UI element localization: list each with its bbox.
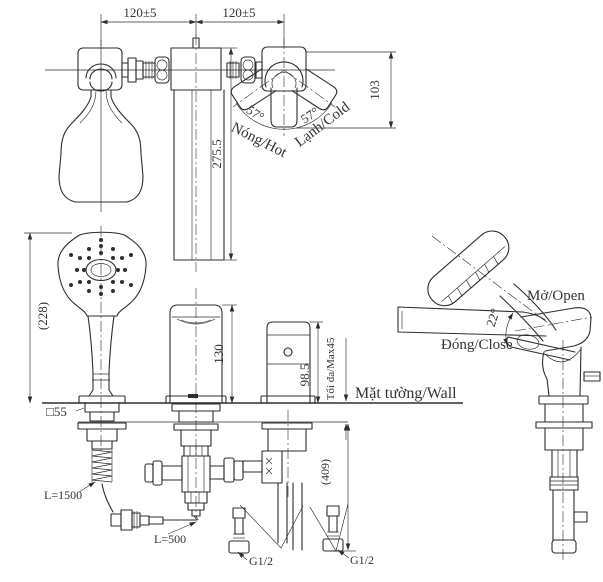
hose-short-label: L=500 bbox=[154, 521, 197, 546]
valve-shank-pipes bbox=[261, 410, 313, 551]
spray-nozzle-dots bbox=[69, 238, 133, 296]
dim-deck-thickness-text: Tối đa/Max45 bbox=[325, 337, 337, 400]
dim-below-deck-text: (409) bbox=[318, 459, 332, 485]
front-view: (228) 130 98.5 Tối đa/Max45 Mặt tường/Wa… bbox=[24, 226, 463, 452]
valve-shank-side bbox=[535, 340, 593, 560]
hose-long-label: L=1500 bbox=[44, 481, 96, 502]
dim-spout-height-text: 130 bbox=[211, 344, 226, 364]
angle-open-text: 22° bbox=[483, 307, 503, 329]
dim-spacing-right: 120±5 bbox=[222, 5, 255, 20]
dim-valve-height-text: 98.5 bbox=[297, 364, 312, 387]
escutcheon-size: □55 bbox=[46, 404, 85, 419]
g12-right-text: G1/2 bbox=[350, 553, 374, 567]
close-label: Đóng/Close bbox=[441, 337, 513, 353]
handshower-front bbox=[57, 226, 147, 452]
handshower-side bbox=[427, 230, 557, 342]
dim-shower-height: (228) bbox=[24, 232, 72, 404]
dim-spacing-left: 120±5 bbox=[123, 5, 156, 20]
g12-left-text: G1/2 bbox=[249, 554, 273, 568]
dim-valve-height: 98.5 bbox=[297, 321, 323, 404]
dim-spout-length: 275.5 bbox=[209, 47, 237, 261]
spout-shank-diverter bbox=[144, 403, 283, 521]
dim-below-deck: (409) bbox=[318, 423, 356, 552]
escutcheon-size-text: □55 bbox=[46, 404, 67, 419]
valve-front bbox=[260, 321, 316, 404]
lever-swing-arc bbox=[503, 312, 514, 346]
shower-holder-top bbox=[58, 40, 144, 212]
dim-deck-thickness: Tối đa/Max45 bbox=[325, 337, 349, 440]
below-deck-assembly: G1/2 G1/2 (409) L=1500 L=500 bbox=[44, 403, 374, 568]
valve-top bbox=[230, 38, 338, 136]
shower-shank-hose bbox=[77, 422, 198, 531]
side-view: 22° Mở/Open Đóng/Close bbox=[397, 230, 601, 560]
wall-label: Mặt tường/Wall bbox=[355, 385, 457, 402]
g12-fitting-left: G1/2 bbox=[228, 507, 273, 568]
dim-spout-height: 130 bbox=[211, 304, 237, 404]
angle-hot-text: 57° bbox=[244, 102, 267, 124]
pipe-break-left bbox=[239, 504, 304, 549]
spout-front bbox=[165, 288, 227, 420]
valve-body-side bbox=[516, 334, 601, 405]
dim-shower-height-text: (228) bbox=[35, 302, 50, 330]
lever-open bbox=[514, 307, 593, 352]
g12-fitting-right: G1/2 bbox=[322, 505, 374, 567]
hose-long-text: L=1500 bbox=[44, 488, 82, 502]
dim-handle-height: 103 bbox=[296, 51, 396, 129]
supply-fitting-left bbox=[121, 56, 170, 84]
hot-label: Nóng/Hot bbox=[228, 120, 289, 162]
lever-sweep-arc bbox=[235, 102, 333, 130]
cold-label: Lạnh/Cold bbox=[292, 99, 353, 151]
dim-spout-length-text: 275.5 bbox=[209, 139, 224, 168]
open-label: Mở/Open bbox=[527, 288, 585, 304]
dim-handle-height-text: 103 bbox=[367, 80, 382, 100]
spout-top bbox=[170, 34, 225, 272]
dim-spacing: 120±5 120±5 bbox=[100, 5, 285, 46]
spout-side bbox=[397, 306, 547, 337]
hose-short-text: L=500 bbox=[154, 532, 186, 546]
